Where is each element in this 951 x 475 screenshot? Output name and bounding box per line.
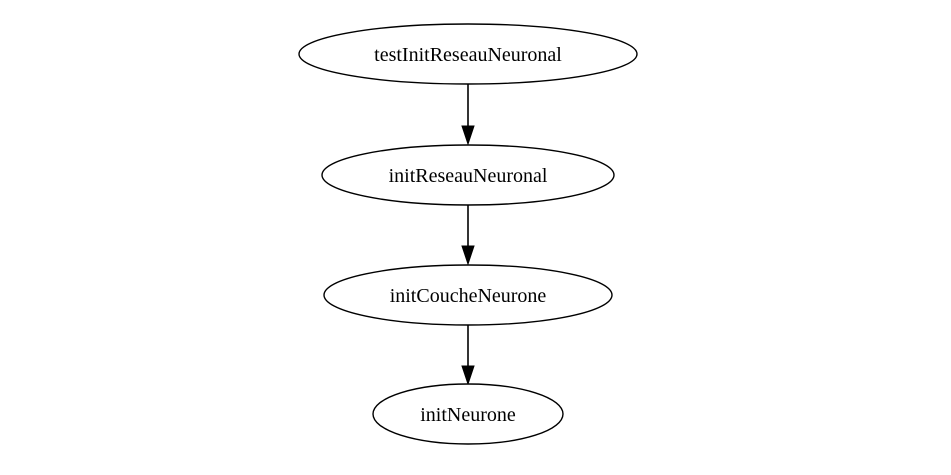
node-initneurone[interactable]: initNeurone	[372, 383, 564, 445]
node-ellipse	[323, 264, 613, 326]
node-label: initCoucheNeurone	[390, 285, 547, 307]
node-ellipse	[321, 144, 615, 206]
node-label: initNeurone	[420, 404, 516, 426]
node-initcoucheneurone[interactable]: initCoucheNeurone	[323, 264, 613, 326]
node-ellipse	[372, 383, 564, 445]
arrowhead-icon	[461, 125, 475, 146]
node-label: initReseauNeuronal	[389, 165, 548, 187]
edge-initcoucheneurone-to-initneurone	[461, 325, 475, 386]
node-ellipse	[298, 23, 638, 85]
arrowhead-icon	[461, 365, 475, 386]
edge-testinitreseauneuronal-to-initreseauneuronal	[461, 84, 475, 146]
node-initreseauneuronal[interactable]: initReseauNeuronal	[321, 144, 615, 206]
edge-initreseauneuronal-to-initcoucheneurone	[461, 205, 475, 266]
arrowhead-icon	[461, 245, 475, 266]
node-testinitreseauneuronal[interactable]: testInitReseauNeuronal	[298, 23, 638, 85]
node-label: testInitReseauNeuronal	[374, 44, 562, 66]
